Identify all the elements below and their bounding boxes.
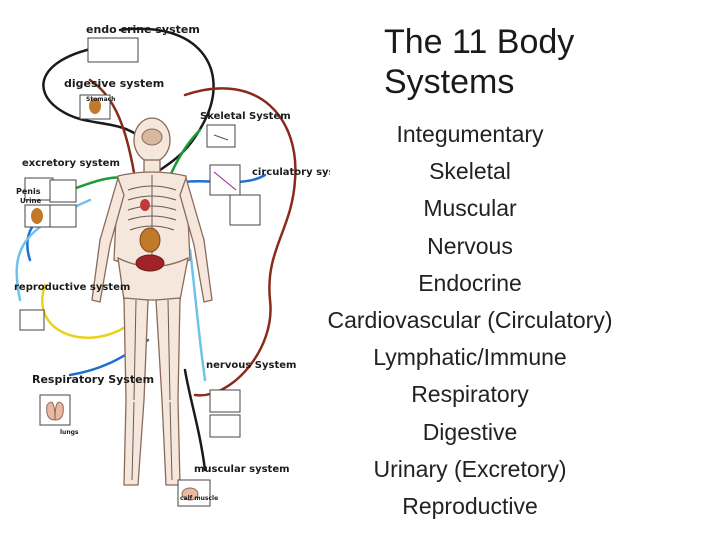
mini-lung-right-icon — [54, 401, 64, 421]
label-circulatory: circulatory system — [252, 167, 330, 178]
connector-red-loop — [183, 87, 297, 397]
label-boxes — [19, 37, 261, 507]
system-item-muscular: Muscular — [423, 195, 517, 222]
system-item-cardiovascular: Cardiovascular (Circulatory) — [327, 307, 613, 334]
mini-organ-drawings — [31, 98, 237, 501]
system-item-respiratory: Respiratory — [411, 381, 529, 408]
mini-calf-icon — [181, 487, 199, 501]
connector-endocrine-outline — [118, 27, 215, 172]
body-systems-drawing: endo crine system digesive system Stomac… — [14, 23, 330, 507]
label-skeletal: Skeletal System — [200, 111, 291, 122]
system-item-urinary: Urinary (Excretory) — [373, 455, 567, 482]
label-penis: Penis — [16, 187, 41, 196]
pelvis — [117, 256, 189, 301]
system-item-endocrine: Endocrine — [418, 269, 522, 296]
circulatory-box-2 — [229, 194, 261, 226]
system-item-digestive: Digestive — [422, 418, 518, 445]
connector-nervous — [188, 248, 207, 382]
label-nervous: nervous System — [206, 360, 296, 371]
system-item-skeletal: Skeletal — [429, 158, 511, 185]
label-calf-muscle: calf muscle — [180, 495, 218, 502]
system-item-reproductive: Reproductive — [402, 493, 538, 520]
nervous-box-1 — [209, 389, 241, 413]
connector-muscular — [183, 368, 207, 472]
left-leg — [123, 297, 149, 486]
system-item-nervous: Nervous — [427, 232, 513, 259]
slide-title: The 11 Body Systems — [384, 22, 704, 102]
mini-vessel-icon — [213, 171, 237, 191]
label-urine: Urine — [20, 197, 42, 205]
right-arm — [179, 175, 213, 303]
intestine-icon — [135, 254, 165, 272]
heart-icon — [140, 199, 150, 211]
body-systems-list: Integumentary Skeletal Muscular Nervous … — [300, 116, 640, 525]
excretory-box-4 — [49, 204, 77, 228]
label-reproductive: reproductive system — [14, 282, 130, 293]
stomach-organ-icon — [139, 227, 161, 253]
brain-icon — [141, 128, 163, 146]
human-figure — [91, 117, 213, 486]
mini-kidney-icon — [31, 208, 43, 224]
system-item-lymphatic: Lymphatic/Immune — [373, 344, 567, 371]
nervous-box-2 — [209, 414, 241, 438]
slide-title-line-2: Systems — [384, 63, 515, 101]
excretory-box-2 — [49, 179, 77, 203]
skeleton-lines — [127, 175, 177, 481]
label-digestive: digesive system — [64, 77, 164, 90]
label-respiratory: Respiratory System — [32, 373, 154, 386]
mini-stomach-icon — [89, 98, 101, 114]
left-arm — [91, 175, 125, 303]
right-leg — [155, 297, 181, 486]
body-systems-illustration: endo crine system digesive system Stomac… — [0, 0, 330, 540]
label-endocrine: endo crine system — [86, 23, 200, 36]
mini-bone-icon — [213, 134, 229, 141]
label-excretory: excretory system — [22, 158, 120, 169]
slide-title-line-1: The 11 Body — [384, 23, 575, 61]
skeletal-box — [206, 124, 236, 148]
label-lungs: lungs — [60, 429, 79, 436]
endocrine-box — [87, 37, 139, 63]
reproductive-box — [19, 309, 45, 331]
circulatory-box-1 — [209, 164, 241, 196]
connector-endocrine — [42, 46, 152, 147]
system-item-integumentary: Integumentary — [396, 121, 544, 147]
label-stomach: Stomach — [86, 96, 115, 103]
label-muscular: muscular system — [194, 464, 290, 475]
